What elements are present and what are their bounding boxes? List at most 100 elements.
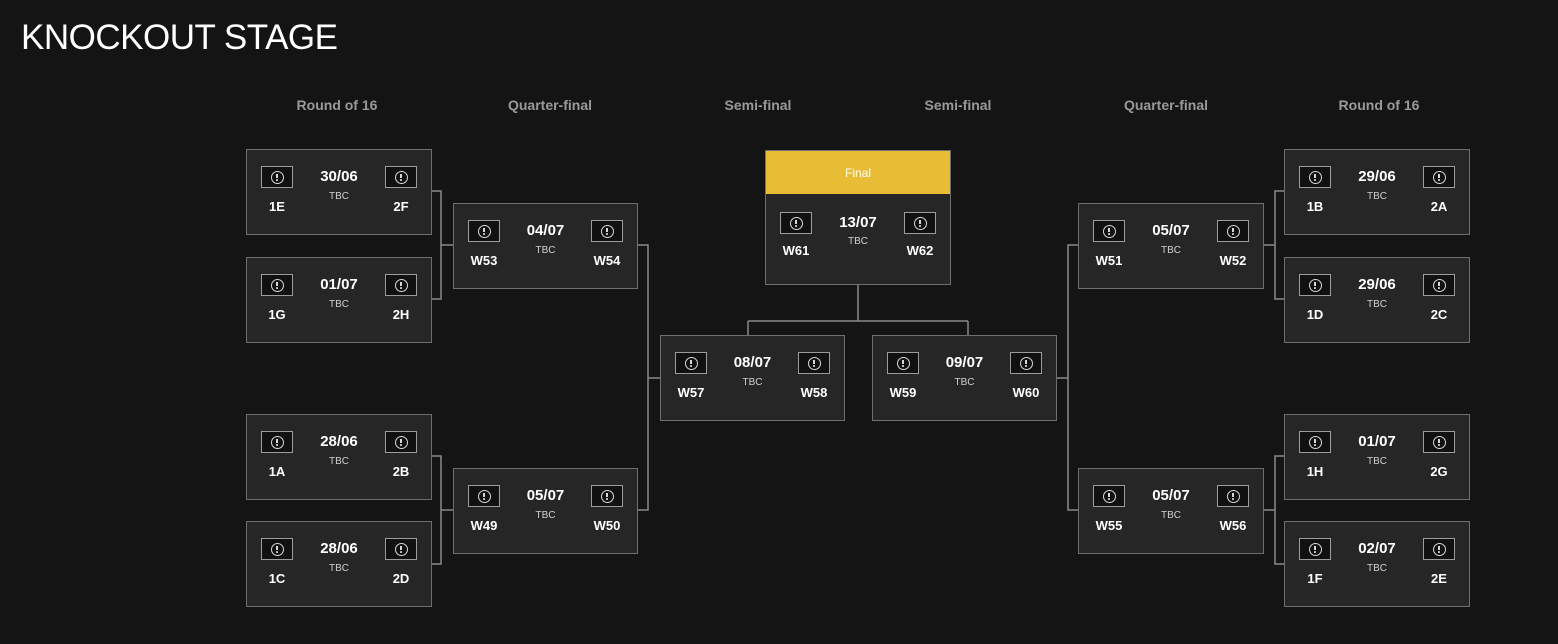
match-card-r16-l3[interactable]: 28/06 TBC 1A 2B bbox=[246, 414, 432, 500]
alert-circle-icon bbox=[1299, 274, 1331, 296]
home-team-label: 1E bbox=[269, 199, 285, 214]
home-team-label: 1A bbox=[268, 464, 286, 479]
match-card-qf-r1[interactable]: 05/07 TBC W51 W52 bbox=[1078, 203, 1264, 289]
alert-circle-icon bbox=[1423, 431, 1455, 453]
match-date: 05/07 bbox=[1152, 222, 1190, 239]
round-label-r16-left: Round of 16 bbox=[296, 97, 378, 113]
home-team-label: 1H bbox=[1306, 464, 1324, 479]
alert-circle-icon bbox=[261, 538, 293, 560]
match-date: 29/06 bbox=[1358, 168, 1396, 185]
round-label-sf-left: Semi-final bbox=[724, 97, 792, 113]
match-time: TBC bbox=[535, 510, 556, 521]
match-card-sf-r[interactable]: 09/07 TBC W59 W60 bbox=[872, 335, 1057, 421]
home-team-label: W59 bbox=[889, 385, 917, 400]
alert-circle-icon bbox=[904, 212, 936, 234]
alert-circle-icon bbox=[1423, 166, 1455, 188]
match-time: TBC bbox=[329, 299, 349, 310]
match-card-r16-r4[interactable]: 02/07 TBC 1F 2E bbox=[1284, 521, 1470, 607]
away-team-label: W62 bbox=[906, 243, 934, 258]
away-team-label: W56 bbox=[1219, 518, 1247, 533]
home-team-label: W49 bbox=[470, 518, 498, 533]
alert-circle-icon bbox=[385, 431, 417, 453]
match-date: 01/07 bbox=[1358, 433, 1396, 450]
home-team-label: W51 bbox=[1095, 253, 1123, 268]
match-date: 02/07 bbox=[1358, 540, 1396, 557]
alert-circle-icon bbox=[887, 352, 919, 374]
match-time: TBC bbox=[1161, 510, 1181, 521]
alert-circle-icon bbox=[385, 538, 417, 560]
match-card-qf-l2[interactable]: 05/07 TBC W49 W50 bbox=[453, 468, 638, 554]
home-team-label: 1G bbox=[268, 307, 286, 322]
alert-circle-icon bbox=[385, 274, 417, 296]
match-date: 30/06 bbox=[320, 168, 358, 185]
away-team-label: W50 bbox=[593, 518, 621, 533]
match-time: TBC bbox=[954, 377, 975, 388]
alert-circle-icon bbox=[468, 485, 500, 507]
away-team-label: 2E bbox=[1431, 571, 1447, 586]
match-card-qf-r2[interactable]: 05/07 TBC W55 W56 bbox=[1078, 468, 1264, 554]
alert-circle-icon bbox=[261, 431, 293, 453]
alert-circle-icon bbox=[1217, 220, 1249, 242]
match-time: TBC bbox=[535, 245, 556, 256]
match-time: TBC bbox=[1161, 245, 1181, 256]
match-card-qf-l1[interactable]: 04/07 TBC W53 W54 bbox=[453, 203, 638, 289]
match-date: 09/07 bbox=[945, 354, 984, 371]
match-date: 13/07 bbox=[839, 214, 877, 231]
match-time: TBC bbox=[1367, 191, 1387, 202]
match-date: 05/07 bbox=[1152, 487, 1190, 504]
alert-circle-icon bbox=[1423, 538, 1455, 560]
alert-circle-icon bbox=[468, 220, 500, 242]
alert-circle-icon bbox=[261, 166, 293, 188]
alert-circle-icon bbox=[591, 485, 623, 507]
alert-circle-icon bbox=[1010, 352, 1042, 374]
alert-circle-icon bbox=[1093, 485, 1125, 507]
match-time: TBC bbox=[329, 563, 349, 574]
home-team-label: W61 bbox=[782, 243, 810, 258]
round-label-sf-right: Semi-final bbox=[924, 97, 992, 113]
away-team-label: 2C bbox=[1430, 307, 1448, 322]
match-time: TBC bbox=[848, 236, 868, 247]
away-team-label: 2F bbox=[393, 199, 409, 214]
match-date: 05/07 bbox=[526, 487, 565, 504]
match-time: TBC bbox=[742, 377, 763, 388]
match-card-final[interactable]: Final 13/07 TBC W61 W62 bbox=[765, 150, 951, 285]
alert-circle-icon bbox=[675, 352, 707, 374]
alert-circle-icon bbox=[1299, 166, 1331, 188]
match-card-r16-r2[interactable]: 29/06 TBC 1D 2C bbox=[1284, 257, 1470, 343]
match-card-r16-l4[interactable]: 28/06 TBC 1C 2D bbox=[246, 521, 432, 607]
away-team-label: W58 bbox=[800, 385, 828, 400]
home-team-label: W55 bbox=[1095, 518, 1123, 533]
away-team-label: 2D bbox=[392, 571, 410, 586]
away-team-label: W52 bbox=[1219, 253, 1247, 268]
match-card-sf-l[interactable]: 08/07 TBC W57 W58 bbox=[660, 335, 845, 421]
match-date: 08/07 bbox=[733, 354, 772, 371]
away-team-label: W54 bbox=[593, 253, 621, 268]
alert-circle-icon bbox=[1299, 538, 1331, 560]
match-card-r16-l2[interactable]: 01/07 TBC 1G 2H bbox=[246, 257, 432, 343]
away-team-label: 2A bbox=[1430, 199, 1448, 214]
home-team-label: 1D bbox=[1306, 307, 1324, 322]
home-team-label: W57 bbox=[677, 385, 705, 400]
match-date: 01/07 bbox=[320, 276, 358, 293]
match-card-r16-r1[interactable]: 29/06 TBC 1B 2A bbox=[1284, 149, 1470, 235]
match-date: 04/07 bbox=[526, 222, 565, 239]
alert-circle-icon bbox=[385, 166, 417, 188]
match-card-r16-r3[interactable]: 01/07 TBC 1H 2G bbox=[1284, 414, 1470, 500]
alert-circle-icon bbox=[780, 212, 812, 234]
alert-circle-icon bbox=[1423, 274, 1455, 296]
away-team-label: 2B bbox=[392, 464, 410, 479]
round-label-r16-right: Round of 16 bbox=[1338, 97, 1420, 113]
match-date: 29/06 bbox=[1358, 276, 1396, 293]
match-time: TBC bbox=[1367, 563, 1387, 574]
round-label-qf-right: Quarter-final bbox=[1123, 97, 1208, 113]
match-date: 28/06 bbox=[320, 540, 358, 557]
away-team-label: 2H bbox=[392, 307, 410, 322]
away-team-label: W60 bbox=[1012, 385, 1040, 400]
alert-circle-icon bbox=[1299, 431, 1331, 453]
match-card-r16-l1[interactable]: 30/06 TBC 1E 2F bbox=[246, 149, 432, 235]
alert-circle-icon bbox=[261, 274, 293, 296]
home-team-label: 1F bbox=[1307, 571, 1323, 586]
match-date: 28/06 bbox=[320, 433, 358, 450]
away-team-label: 2G bbox=[1430, 464, 1448, 479]
